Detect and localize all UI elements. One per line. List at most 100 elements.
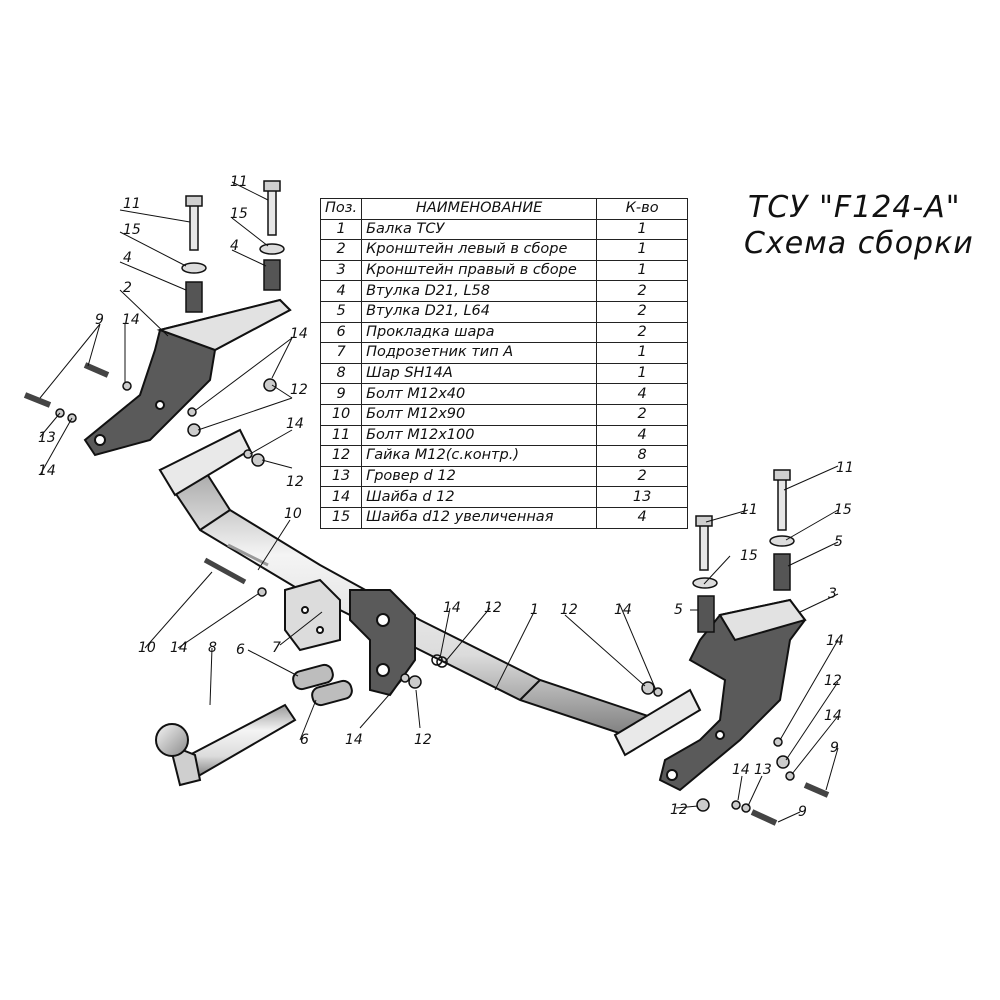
callout-7: 7: [272, 640, 281, 656]
callout-13: 13: [754, 762, 772, 778]
row-name: Гровер d 12: [361, 465, 598, 488]
row-pos: 6: [319, 321, 363, 344]
row-qty: 2: [596, 300, 689, 323]
row-qty: 1: [596, 259, 689, 282]
row-pos: 1: [319, 218, 363, 241]
row-qty: 2: [596, 465, 689, 488]
callout-15: 15: [834, 502, 852, 518]
row-pos: 12: [319, 445, 363, 467]
callout-6: 6: [300, 732, 309, 748]
row-pos: 15: [319, 506, 363, 529]
row-pos: 10: [319, 403, 363, 426]
row-qty: 1: [596, 362, 689, 385]
callout-12: 12: [670, 802, 688, 818]
callout-11: 11: [123, 196, 141, 212]
row-name: Кронштейн левый в сборе: [361, 239, 598, 261]
row-pos: 4: [319, 280, 363, 302]
row-name: Балка ТСУ: [361, 218, 598, 241]
row-pos: 3: [319, 259, 363, 282]
callout-12: 12: [290, 382, 308, 398]
callout-12: 12: [286, 474, 304, 490]
row-name: Шайба d12 увеличенная: [361, 506, 598, 529]
callout-14: 14: [38, 463, 56, 479]
row-name: Кронштейн правый в сборе: [361, 259, 598, 282]
callout-4: 4: [123, 250, 132, 266]
row-qty: 1: [596, 342, 689, 364]
row-name: Болт М12х90: [361, 403, 598, 426]
callout-11: 11: [836, 460, 854, 476]
callout-14: 14: [824, 708, 842, 724]
callout-14: 14: [732, 762, 750, 778]
callout-9: 9: [798, 804, 807, 820]
callout-14: 14: [345, 732, 363, 748]
right-bracket: [658, 598, 807, 792]
row-name: Прокладка шара: [361, 321, 598, 344]
callout-11: 11: [230, 174, 248, 190]
row-pos: 14: [319, 486, 363, 508]
row-name: Втулка D21, L64: [361, 300, 598, 323]
callout-3: 3: [828, 586, 837, 602]
row-name: Шайба d 12: [361, 486, 598, 508]
row-qty: 8: [596, 445, 689, 467]
callout-15: 15: [230, 206, 248, 222]
row-name: Гайка М12(с.контр.): [361, 445, 598, 467]
callout-8: 8: [208, 640, 217, 656]
ball-spacers: [292, 663, 353, 707]
row-qty: 1: [596, 239, 689, 261]
callout-14: 14: [443, 600, 461, 616]
row-qty: 2: [596, 321, 689, 344]
callout-5: 5: [674, 602, 683, 618]
callout-10: 10: [284, 506, 302, 522]
parts-table-header: Поз. НАИМЕНОВАНИЕ К-во: [319, 198, 689, 220]
fasteners: [23, 180, 830, 826]
row-qty: 1: [596, 218, 689, 241]
row-name: Шар SH14A: [361, 362, 598, 385]
callout-9: 9: [830, 740, 839, 756]
ball-mount: [349, 589, 416, 697]
callout-14: 14: [286, 416, 304, 432]
row-qty: 2: [596, 280, 689, 302]
callout-1: 1: [530, 602, 539, 618]
leader-lines: [39, 181, 839, 823]
header-name: НАИМЕНОВАНИЕ: [361, 198, 598, 220]
row-name: Болт М12х100: [361, 424, 598, 447]
row-name: Болт М12х40: [361, 383, 598, 405]
row-pos: 11: [319, 424, 363, 447]
callout-5: 5: [834, 534, 843, 550]
row-pos: 9: [319, 383, 363, 405]
tow-ball: [155, 703, 297, 787]
row-name: Подрозетник тип А: [361, 342, 598, 364]
callout-12: 12: [824, 673, 842, 689]
callout-14: 14: [170, 640, 188, 656]
row-qty: 4: [596, 383, 689, 405]
drawing-subtitle: Схема сборки: [744, 226, 974, 261]
drawing-title: ТСУ "F124-A": [748, 190, 961, 225]
callout-11: 11: [740, 502, 758, 518]
callout-2: 2: [123, 280, 132, 296]
callout-15: 15: [123, 222, 141, 238]
callout-14: 14: [614, 602, 632, 618]
callout-4: 4: [230, 238, 239, 254]
socket-plate: [284, 578, 341, 652]
callout-12: 12: [560, 602, 578, 618]
header-qty: К-во: [596, 198, 689, 220]
row-pos: 5: [319, 300, 363, 323]
callout-9: 9: [95, 312, 104, 328]
callout-12: 12: [484, 600, 502, 616]
row-qty: 4: [596, 506, 689, 529]
